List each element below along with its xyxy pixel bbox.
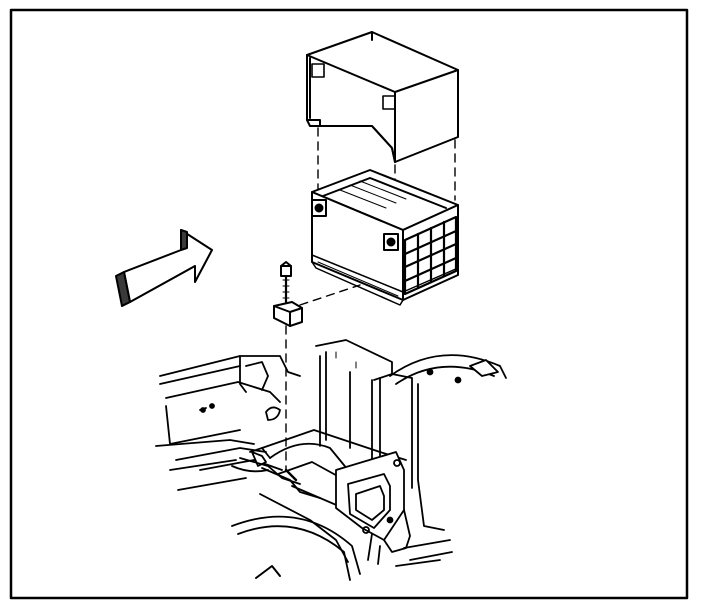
diagram-border: [9, 8, 689, 600]
battery-tray-frame: [155, 339, 507, 581]
direction-arrow-icon: [115, 229, 213, 307]
battery-cell-grid: [403, 215, 458, 296]
battery-insulator-cover: [306, 31, 459, 163]
cover-handle-slot-left: [311, 63, 325, 78]
battery: [311, 169, 459, 306]
hold-down-bolt: [280, 261, 292, 304]
alignment-lines-retainer: [285, 284, 361, 471]
hold-down-retainer: [273, 301, 303, 327]
cover-handle-slot-right: [382, 95, 396, 110]
